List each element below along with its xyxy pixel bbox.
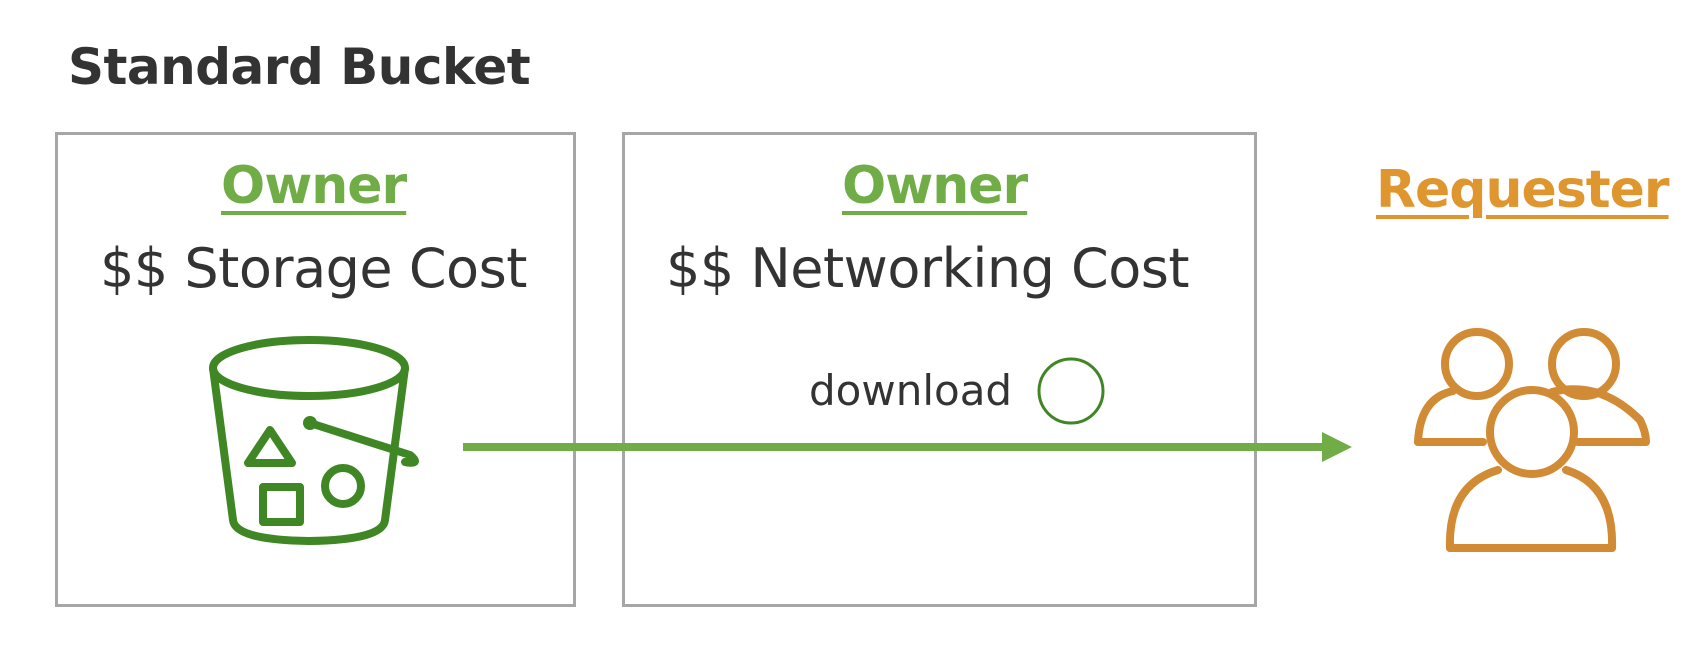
storage-owner-label: Owner <box>221 156 407 216</box>
storage-cost-box <box>55 132 576 607</box>
download-arrow <box>463 432 1352 462</box>
users-group-icon <box>1414 328 1650 552</box>
download-label: download <box>809 366 1013 415</box>
networking-cost-box <box>622 132 1257 607</box>
s3-bucket-icon <box>209 336 419 545</box>
requester-label: Requester <box>1376 160 1670 220</box>
networking-owner-label: Owner <box>842 156 1028 216</box>
storage-cost-label: $$ Storage Cost <box>100 237 527 300</box>
circle-icon <box>1037 357 1105 425</box>
networking-cost-label: $$ Networking Cost <box>666 237 1190 300</box>
diagram-title: Standard Bucket <box>68 38 531 96</box>
